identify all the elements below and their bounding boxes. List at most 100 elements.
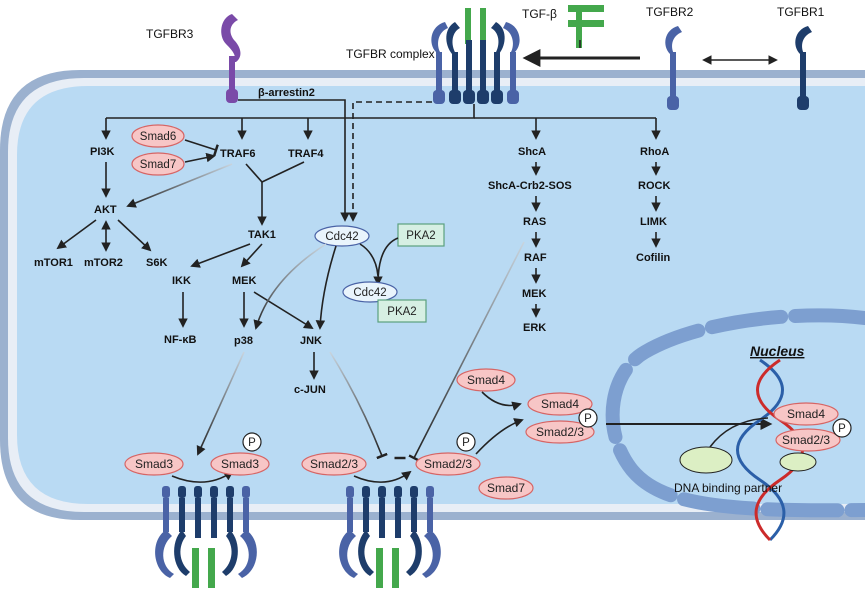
cdc42-to-p38 [253, 243, 327, 330]
tgfbr3-label: TGFBR3 [146, 27, 194, 41]
pka2-label: PKA2 [406, 230, 435, 242]
tgfbr1-receptor [795, 26, 812, 110]
smad3-pill [124, 452, 184, 476]
dna-binding-partner-label: DNA binding partner [674, 481, 782, 495]
tak1-label: TAK1 [248, 229, 276, 241]
cdc42-label: Cdc42 [325, 231, 358, 243]
smad23-join-arrow [475, 418, 524, 455]
smad6-pill [131, 124, 185, 148]
akt-label: AKT [94, 204, 117, 216]
tgfbr-complex-bottom-left [155, 486, 257, 588]
s6k-label: S6K [146, 257, 167, 269]
ikk-label: IKK [172, 275, 191, 287]
dna-binding-partner-shape [679, 446, 733, 474]
smad23-label: Smad2/3 [310, 457, 358, 471]
mtor1-label: mTOR1 [34, 257, 73, 269]
smad6-label: Smad6 [140, 131, 176, 143]
cdc42-pill [314, 225, 370, 247]
jnk-label: JNK [300, 335, 322, 347]
smad4-complex-label: Smad4 [541, 397, 579, 411]
smad6-inhibits-traf6 [184, 139, 219, 156]
shca-mek-label: MEK [522, 288, 547, 300]
mek-to-jnk [253, 291, 314, 330]
smad23-complex-label: Smad2/3 [536, 425, 584, 439]
pka2-to-complex [373, 237, 399, 286]
phospho-label: P [584, 413, 592, 425]
smad7-lower-pill [478, 476, 534, 500]
smad3-label: Smad3 [135, 457, 173, 471]
bound-partner-shape [779, 452, 817, 472]
cjun-label: c-JUN [294, 384, 326, 396]
nuclear-smad23-pill [775, 428, 841, 452]
cofilin-label: Cofilin [636, 252, 670, 264]
beta-arrestin-arrow [238, 99, 350, 222]
smad7-to-traf6 [184, 152, 216, 163]
rhoa-label: RhoA [640, 146, 669, 158]
tgfbr-complex-bottom-middle [339, 486, 441, 588]
smad3-phospho-arrow [171, 470, 234, 483]
arrow-to-s6k [117, 219, 152, 252]
smad4-complex-pill [527, 392, 593, 416]
nuclear-smad23-label: Smad2/3 [782, 433, 830, 447]
smad23p-label: Smad2/3 [424, 457, 472, 471]
cdc42-to-jnk [315, 245, 337, 330]
p38-to-smad3 [196, 351, 245, 456]
smad23p-pill [415, 452, 481, 476]
smad23-phospho-arrow [353, 470, 412, 483]
nuclear-smad4-label: Smad4 [787, 407, 825, 421]
tgfbr3-receptor [221, 14, 241, 103]
partner-to-dna-arrow [709, 417, 769, 448]
smad7-label: Smad7 [140, 159, 176, 171]
tgfb-ligand-icon [568, 5, 604, 48]
mtor2-label: mTOR2 [84, 257, 123, 269]
traf4-label: TRAF4 [288, 148, 324, 160]
smad23-pill [301, 452, 367, 476]
phospho-icon [832, 418, 852, 438]
tgfbr-complex-label: TGFBR complex [346, 47, 435, 61]
raf-label: RAF [524, 252, 547, 264]
beta-arrestin-label: β-arrestin2 [258, 87, 315, 99]
shca-complex-label: ShcA-Crb2-SOS [488, 180, 572, 192]
erk-label: ERK [523, 322, 546, 334]
shca-label: ShcA [518, 146, 546, 158]
tgfbr1-label: TGFBR1 [777, 5, 825, 19]
arrow-to-mtor1 [56, 219, 97, 250]
phospho-label: P [248, 437, 256, 449]
tgfbr2-receptor [665, 26, 682, 110]
smad4-label: Smad4 [467, 373, 505, 387]
pi3k-label: PI3K [90, 146, 115, 158]
pka2-complex-label: PKA2 [387, 306, 416, 318]
smad4-join-arrow [481, 391, 522, 411]
smad3p-label: Smad3 [221, 457, 259, 471]
phospho-icon [578, 408, 598, 428]
tgfbr-complex-top [431, 8, 520, 104]
traf-mek-label: MEK [232, 275, 257, 287]
traf6-label: TRAF6 [220, 148, 255, 160]
phospho-icon [456, 432, 476, 452]
smad4-pill [456, 368, 516, 392]
tgfb-label: TGF-β [522, 7, 557, 21]
smad7-lower-label: Smad7 [487, 481, 525, 495]
p38-label: p38 [234, 335, 253, 347]
phospho-icon [242, 432, 262, 452]
tak1-to-ikk [190, 243, 251, 268]
cdc42-to-complex [359, 243, 379, 277]
rock-label: ROCK [638, 180, 670, 192]
tgfbr2-label: TGFBR2 [646, 5, 694, 19]
nuclear-smad4-pill [773, 402, 839, 426]
pka2-box [397, 223, 445, 247]
cdc42-complex-label: Cdc42 [353, 287, 386, 299]
ras-label: RAS [523, 216, 546, 228]
smad23-complex-pill [525, 420, 595, 444]
nucleus-title: Nucleus [750, 343, 805, 359]
phospho-label: P [462, 437, 470, 449]
tak1-to-mek [240, 243, 263, 268]
nfkb-label: NF-κB [164, 334, 196, 346]
smad7-pill [131, 152, 185, 176]
limk-label: LIMK [640, 216, 667, 228]
erk-inhibits-smad23 [408, 241, 525, 462]
phospho-label: P [838, 423, 846, 435]
cdc42-complex-pill [342, 281, 398, 303]
